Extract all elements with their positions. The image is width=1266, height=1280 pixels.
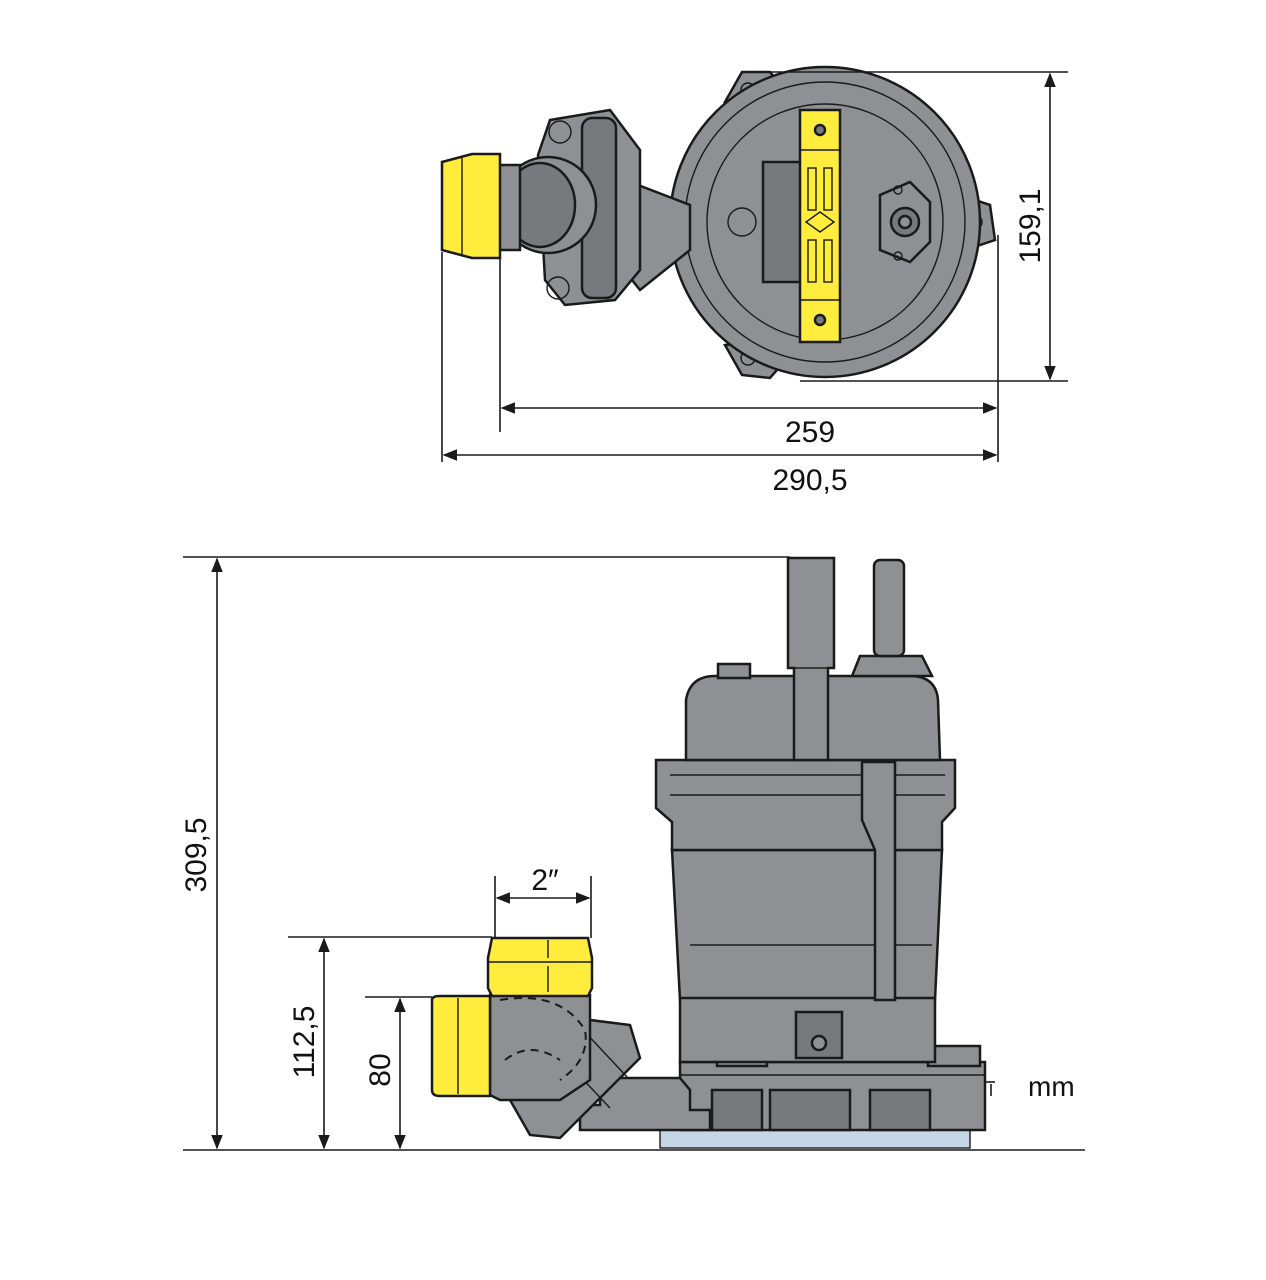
- side-view-cable-gland: [850, 558, 935, 678]
- top-view: 159,1 259 290,5: [440, 65, 1068, 497]
- outlet-upper-height-label: 112,5: [288, 1006, 321, 1079]
- side-view-handle: [786, 556, 836, 762]
- top-view-handle: [798, 108, 842, 344]
- outlet-lower-height-label: 80: [364, 1053, 397, 1086]
- top-view-outlet-flange: [498, 108, 642, 307]
- side-view-base-plate: [659, 1129, 971, 1149]
- outer-width-dimension-label: 290,5: [772, 464, 847, 497]
- side-view-rib: [860, 760, 897, 1002]
- side-view-motor-housing: [670, 848, 944, 1064]
- side-view-collar: [654, 758, 957, 852]
- total-height-dimension-label: 309,5: [180, 817, 213, 892]
- side-view-outlet-assembly: [430, 936, 712, 1140]
- top-view-dimensions: 159,1 259 290,5: [441, 71, 1068, 497]
- side-view: 309,5 2″ 112,5 80 mm: [180, 556, 1085, 1151]
- top-view-cover: [727, 108, 932, 344]
- inner-width-dimension-label: 259: [785, 416, 835, 449]
- unit-label: mm: [1028, 1071, 1075, 1102]
- top-view-cable-gland: [878, 180, 932, 264]
- height-dimension-label: 159,1: [1014, 188, 1047, 263]
- outlet-size-label: 2″: [531, 864, 559, 897]
- side-view-dimensions: 309,5 2″ 112,5 80: [180, 556, 995, 1150]
- top-view-hose-connector: [440, 152, 522, 260]
